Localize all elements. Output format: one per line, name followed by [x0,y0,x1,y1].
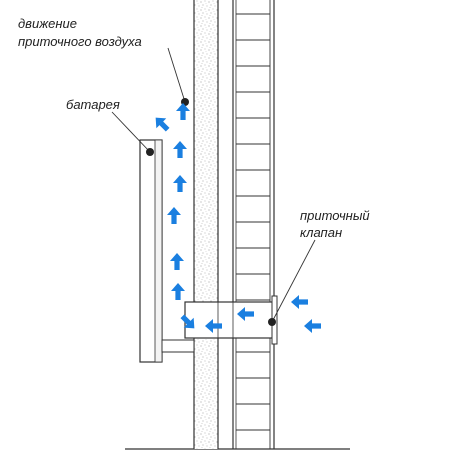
airflow-arrow-icon [170,253,184,270]
valve-label-line2: клапан [300,225,343,240]
airflow-arrow-icon [155,117,170,132]
airflow-arrow-icon [173,141,187,158]
airflow-arrow-icon [167,207,181,224]
airflow-arrow-icon [304,319,321,333]
brick-wall [232,0,275,449]
supply-valve [184,295,278,345]
airflow-label-line2: приточного воздуха [18,34,142,49]
airflow-arrows [155,103,321,333]
radiator-marker-dot [146,148,154,156]
valve-label-line1: приточный [300,208,370,223]
airflow-label-line1: движение [18,16,77,31]
airflow-arrow-icon [173,175,187,192]
insulation-layer [193,0,219,449]
airflow-arrow-icon [237,307,254,321]
valve-marker-dot [268,318,276,326]
radiator-label: батарея [66,97,120,112]
leader-lines [111,47,316,323]
radiator [139,139,195,363]
airflow-arrow-icon [176,103,190,120]
airflow-arrow-icon [205,319,222,333]
airflow-arrow-icon [291,295,308,309]
airflow-arrow-icon [171,283,185,300]
airflow-arrow-icon [180,314,195,329]
